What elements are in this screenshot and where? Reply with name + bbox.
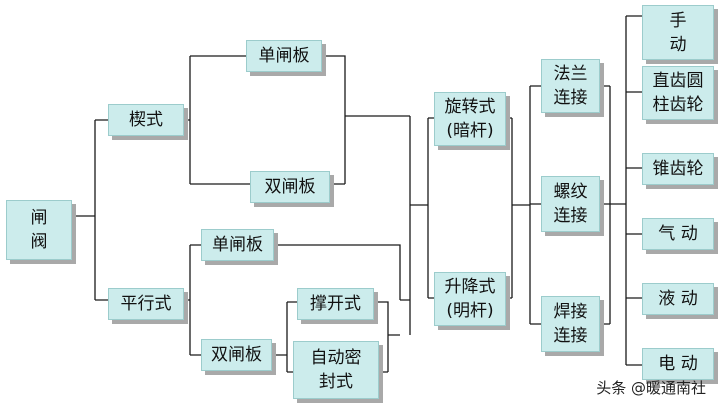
node-rotary-stem: 旋转式 (暗杆): [434, 92, 506, 146]
node-thread-connection: 螺纹 连接: [541, 176, 600, 232]
connector-stem-trunk: [400, 116, 434, 335]
connector-parallel: [184, 244, 201, 356]
connector-parallel-boards: [274, 244, 401, 373]
node-wedge: 楔式: [108, 104, 184, 136]
node-pneumatic-drive: 气 动: [642, 218, 714, 250]
connector-drives: [625, 15, 642, 366]
connector-root: [72, 119, 108, 301]
connector-stems: [506, 117, 530, 299]
node-wedge-double-board: 双闸板: [250, 171, 330, 203]
node-spur-gear-drive: 直齿圆 柱齿轮: [642, 66, 714, 120]
connector-joints: [529, 85, 541, 325]
node-spreading-type: 撑开式: [297, 288, 374, 320]
connector-parallel-double: [272, 301, 297, 373]
connector-wedge: [184, 55, 250, 185]
node-flange-connection: 法兰 连接: [541, 59, 600, 113]
node-parallel: 平行式: [108, 288, 184, 320]
node-parallel-double-board: 双闸板: [201, 339, 272, 371]
node-gate-valve: 闸 阀: [6, 200, 72, 260]
node-self-sealing-type: 自动密 封式: [293, 341, 379, 399]
watermark-text: 头条 @暖通南社: [596, 379, 706, 397]
node-manual-drive: 手 动: [642, 5, 714, 60]
node-hydraulic-drive: 液 动: [642, 283, 714, 315]
connector-joints-right: [600, 85, 626, 325]
node-wedge-single-board: 单闸板: [246, 40, 322, 72]
node-bevel-gear-drive: 锥齿轮: [642, 153, 714, 185]
node-parallel-single-board: 单闸板: [201, 229, 274, 261]
node-welded-connection: 焊接 连接: [541, 296, 600, 352]
node-electric-drive: 电 动: [642, 348, 714, 380]
connector-wedge-boards: [322, 55, 410, 185]
node-rising-stem: 升降式 (明杆): [434, 272, 506, 326]
